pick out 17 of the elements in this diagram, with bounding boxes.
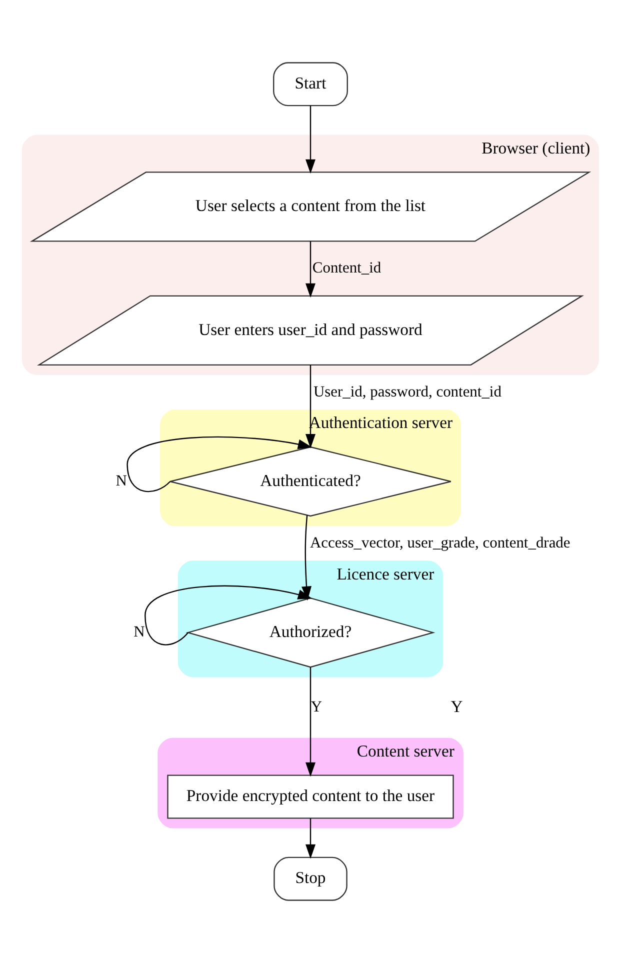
edge-label: Content_id — [312, 260, 382, 277]
arrow — [306, 667, 316, 777]
edge-label: N — [116, 472, 127, 490]
arrow — [306, 106, 316, 174]
edge-label: Access_vector, user_grade, content_drade — [310, 534, 570, 552]
arrow — [306, 364, 316, 448]
label: Y — [450, 696, 463, 716]
edge-label: User_id, password, content_id — [313, 383, 502, 400]
node-diamond: Authenticated? — [170, 446, 452, 517]
arrow — [306, 818, 316, 859]
edge-label: Y — [310, 698, 322, 716]
node-box: Stop — [274, 856, 348, 901]
edge-label: N — [134, 624, 145, 641]
node-box: Provide encrypted content to the user — [167, 774, 454, 819]
arrow — [306, 241, 316, 298]
node-diamond: Authorized? — [186, 597, 436, 668]
node-box: Start — [273, 62, 348, 106]
